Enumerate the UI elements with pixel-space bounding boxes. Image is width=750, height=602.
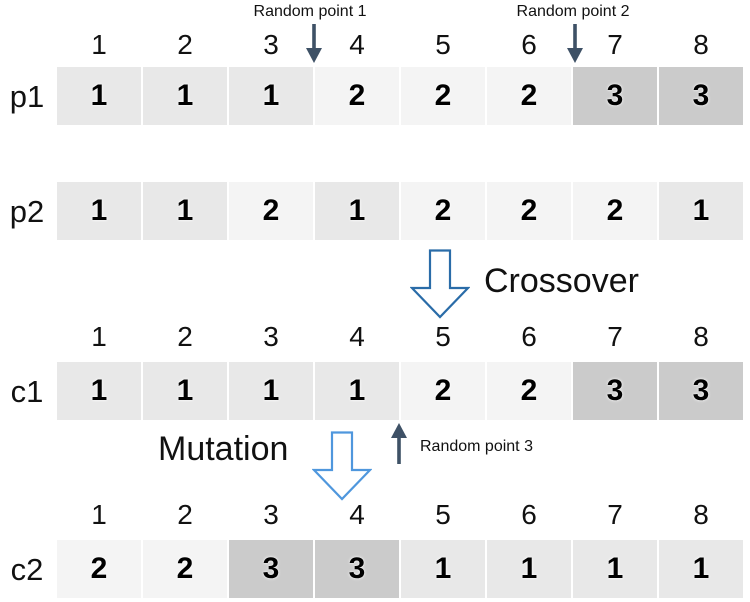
row-label-p1: p1 — [9, 79, 45, 114]
gene-cell: 1 — [229, 362, 313, 420]
index-label: 5 — [435, 29, 451, 60]
index-label: 7 — [607, 321, 623, 352]
index-label: 8 — [693, 321, 709, 352]
gene-cell: 2 — [487, 362, 571, 420]
index-label: 8 — [693, 29, 709, 60]
gene-cell: 2 — [401, 182, 485, 240]
index-label: 6 — [521, 321, 537, 352]
gene-row-c1: 1 1 1 1 2 2 3 3 — [57, 362, 743, 420]
up-arrow-icon — [391, 423, 407, 465]
gene-cell: 1 — [315, 182, 399, 240]
gene-cell: 2 — [401, 362, 485, 420]
index-label: 3 — [263, 321, 279, 352]
index-label: 6 — [521, 499, 537, 530]
index-label: 7 — [607, 499, 623, 530]
gene-cell: 1 — [143, 182, 227, 240]
index-label: 3 — [263, 499, 279, 530]
gene-cell: 2 — [57, 540, 141, 598]
gene-row-c2: 2 2 3 3 1 1 1 1 — [57, 540, 743, 598]
gene-cell: 1 — [57, 182, 141, 240]
gene-row-p2: 1 1 2 1 2 2 2 1 — [57, 182, 743, 240]
mutation-label: Mutation — [158, 430, 289, 468]
row-label-c1: c1 — [10, 374, 44, 409]
gene-cell: 1 — [229, 67, 313, 125]
random-point-3-label: Random point 3 — [420, 438, 533, 455]
gene-cell: 1 — [401, 540, 485, 598]
row-label-p2: p2 — [9, 194, 45, 229]
crossover-label: Crossover — [484, 262, 639, 300]
gene-cell: 2 — [573, 182, 657, 240]
gene-cell: 2 — [143, 540, 227, 598]
gene-cell: 3 — [659, 67, 743, 125]
gene-cell: 1 — [487, 540, 571, 598]
index-label: 5 — [435, 499, 451, 530]
index-label: 8 — [693, 499, 709, 530]
index-row: 1 2 3 4 5 6 7 8 — [57, 321, 743, 353]
gene-cell: 1 — [57, 67, 141, 125]
index-label: 1 — [91, 29, 107, 60]
gene-cell: 3 — [659, 362, 743, 420]
index-label: 6 — [521, 29, 537, 60]
gene-cell: 2 — [487, 182, 571, 240]
gene-cell: 1 — [573, 540, 657, 598]
gene-cell: 1 — [143, 67, 227, 125]
gene-row-p1: 1 1 1 2 2 2 3 3 — [57, 67, 743, 125]
index-label: 4 — [349, 499, 365, 530]
index-label: 2 — [177, 499, 193, 530]
gene-cell: 3 — [573, 67, 657, 125]
index-label: 7 — [607, 29, 623, 60]
gene-cell: 1 — [315, 362, 399, 420]
index-label: 4 — [349, 321, 365, 352]
index-label: 2 — [177, 321, 193, 352]
index-label: 1 — [91, 321, 107, 352]
index-label: 4 — [349, 29, 365, 60]
row-label-c2: c2 — [10, 552, 44, 587]
gene-cell: 1 — [659, 182, 743, 240]
gene-cell: 3 — [573, 362, 657, 420]
index-label: 2 — [177, 29, 193, 60]
gene-cell: 2 — [229, 182, 313, 240]
index-row: 1 2 3 4 5 6 7 8 — [57, 499, 743, 531]
gene-cell: 1 — [659, 540, 743, 598]
crossover-arrow-icon — [410, 249, 470, 319]
random-point-2-label: Random point 2 — [516, 3, 630, 20]
mutation-arrow-icon — [312, 431, 372, 501]
random-point-1-label: Random point 1 — [253, 3, 367, 20]
gene-cell: 1 — [143, 362, 227, 420]
gene-cell: 2 — [401, 67, 485, 125]
gene-cell: 3 — [229, 540, 313, 598]
index-label: 1 — [91, 499, 107, 530]
index-row: 1 2 3 4 5 6 7 8 — [57, 29, 743, 61]
down-arrow-icon — [306, 24, 322, 64]
index-label: 5 — [435, 321, 451, 352]
gene-cell: 1 — [57, 362, 141, 420]
gene-cell: 3 — [315, 540, 399, 598]
index-label: 3 — [263, 29, 279, 60]
gene-cell: 2 — [315, 67, 399, 125]
gene-cell: 2 — [487, 67, 571, 125]
down-arrow-icon — [567, 24, 583, 64]
